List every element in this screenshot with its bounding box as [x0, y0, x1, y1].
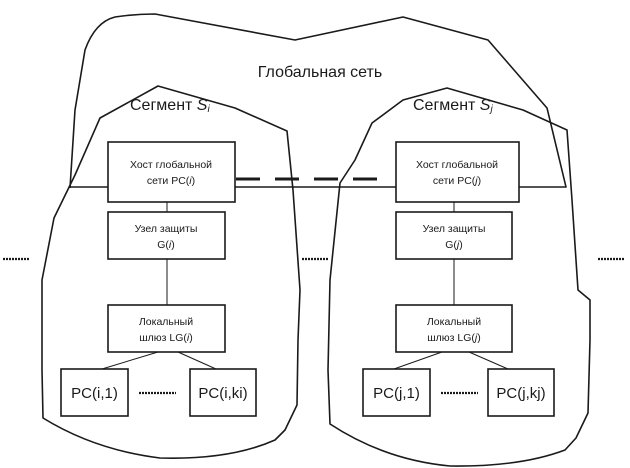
guard-box-j: Узел защиты G(j) [395, 211, 513, 260]
gateway-box-j: Локальный шлюз LG(j) [395, 304, 513, 353]
svg-text:G(j): G(j) [445, 239, 463, 251]
pc-box-j-last: PC(j,kj) [487, 368, 555, 417]
link-gateway-pc-last-i [177, 351, 217, 370]
link-gateway-pc-last-j [468, 351, 509, 370]
svg-text:Хост глобальной: Хост глобальной [130, 159, 212, 171]
svg-text:Локальный: Локальный [139, 316, 193, 328]
segment-i-label: Сегмент Si [130, 97, 210, 115]
global-network-label: Глобальная сеть [258, 64, 382, 81]
pc-box-j-first: PC(j,1) [362, 368, 431, 417]
gateway-box-i: Локальный шлюз LG(i) [107, 304, 226, 353]
svg-text:Локальный: Локальный [427, 316, 481, 328]
svg-text:PC(j,kj): PC(j,kj) [496, 385, 545, 402]
svg-text:Узел защиты: Узел защиты [423, 223, 486, 235]
pc-box-i-first: PC(i,1) [60, 368, 129, 417]
svg-text:Узел защиты: Узел защиты [135, 223, 198, 235]
global-network-outline [69, 13, 567, 189]
svg-text:сети PC(i): сети PC(i) [147, 175, 195, 187]
segment-j-outline [327, 87, 591, 467]
svg-text:PC(i,1): PC(i,1) [71, 385, 118, 402]
svg-text:шлюз LG(i): шлюз LG(i) [139, 332, 193, 344]
svg-text:PC(i,ki): PC(i,ki) [198, 385, 247, 402]
pc-box-i-last: PC(i,ki) [189, 368, 257, 417]
svg-text:Хост глобальной: Хост глобальной [416, 159, 498, 171]
guard-box-i: Узел защиты G(i) [107, 211, 226, 260]
host-box-j: Хост глобальной сети PC(j) [395, 141, 520, 203]
segment-i-outline [41, 85, 301, 459]
svg-text:шлюз LG(j): шлюз LG(j) [427, 332, 481, 344]
host-box-i: Хост глобальной сети PC(i) [107, 141, 236, 203]
svg-text:PC(j,1): PC(j,1) [373, 385, 420, 402]
segment-j-label: Сегмент Sj [413, 97, 493, 115]
link-gateway-pc-first-i [101, 351, 159, 370]
link-gateway-pc-first-j [393, 351, 443, 370]
svg-text:сети PC(j): сети PC(j) [433, 175, 481, 187]
svg-text:G(i): G(i) [157, 239, 175, 251]
